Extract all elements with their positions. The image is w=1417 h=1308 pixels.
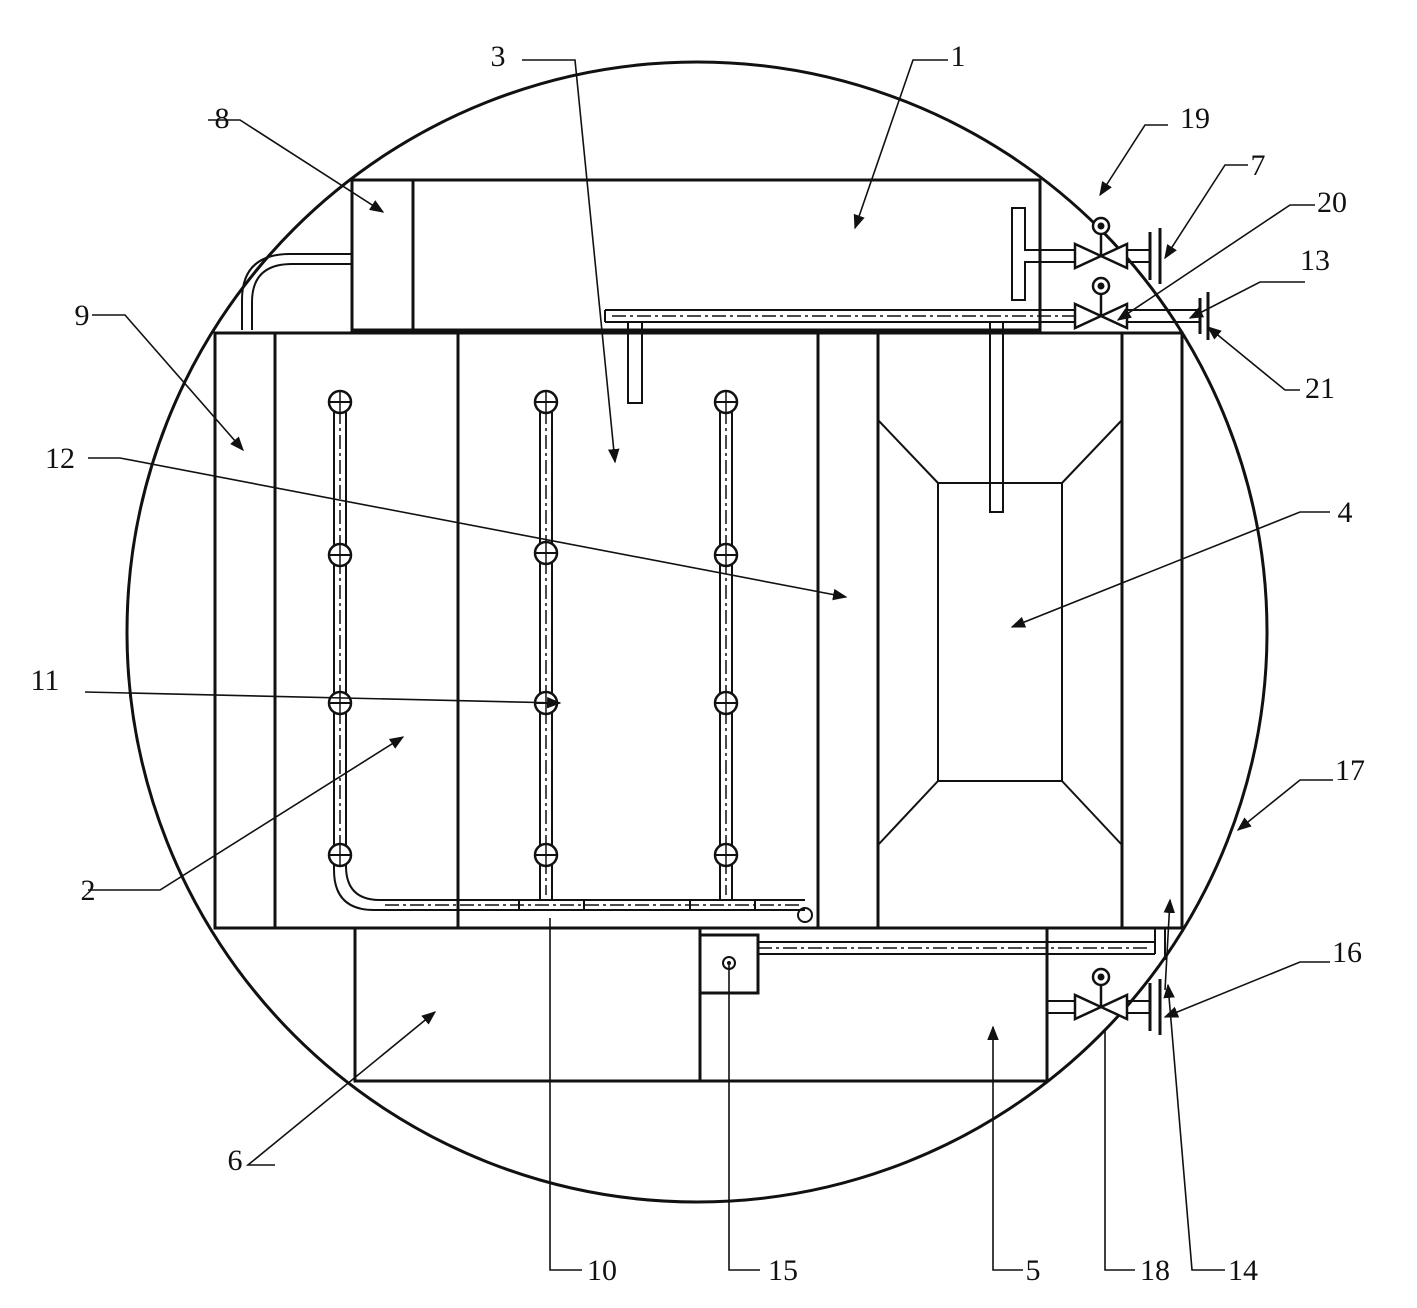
label-11: 11 [31, 664, 60, 697]
distribution-pipes [333, 402, 813, 923]
top-tank [350, 178, 1042, 332]
label-17: 17 [1335, 754, 1365, 787]
bottom-right-pipes [758, 928, 1166, 1035]
label-14: 14 [1228, 1254, 1258, 1287]
bottom-tank [353, 926, 1049, 1083]
label-2: 2 [81, 874, 96, 907]
label-3: 3 [491, 40, 506, 73]
label-4: 4 [1338, 496, 1353, 529]
valve-19 [1073, 216, 1129, 270]
valve-18 [1073, 967, 1129, 1021]
label-12: 12 [45, 442, 75, 475]
label-9: 9 [75, 299, 90, 332]
valve-20 [1073, 276, 1129, 330]
main-body [213, 331, 1184, 930]
label-15: 15 [768, 1254, 798, 1287]
left-curved-pipe [241, 253, 352, 330]
label-21: 21 [1305, 372, 1335, 405]
label-19: 19 [1180, 102, 1210, 135]
leader-lines [84, 59, 1333, 1271]
label-1: 1 [951, 40, 966, 73]
label-5: 5 [1026, 1254, 1041, 1287]
nozzles [327, 389, 739, 868]
label-6: 6 [228, 1144, 243, 1177]
hopper-chamber [877, 419, 1123, 846]
label-20: 20 [1317, 186, 1347, 219]
label-7: 7 [1251, 149, 1266, 182]
outer-boundary-circle [125, 60, 1269, 1204]
label-18: 18 [1140, 1254, 1170, 1287]
label-16: 16 [1332, 936, 1362, 969]
reference-numerals: 1 2 3 4 5 6 7 8 9 10 11 12 13 14 15 16 1… [31, 40, 1365, 1287]
label-8: 8 [215, 102, 230, 135]
top-horizontal-pipe [604, 292, 1210, 513]
label-13: 13 [1300, 244, 1330, 277]
label-10: 10 [587, 1254, 617, 1287]
